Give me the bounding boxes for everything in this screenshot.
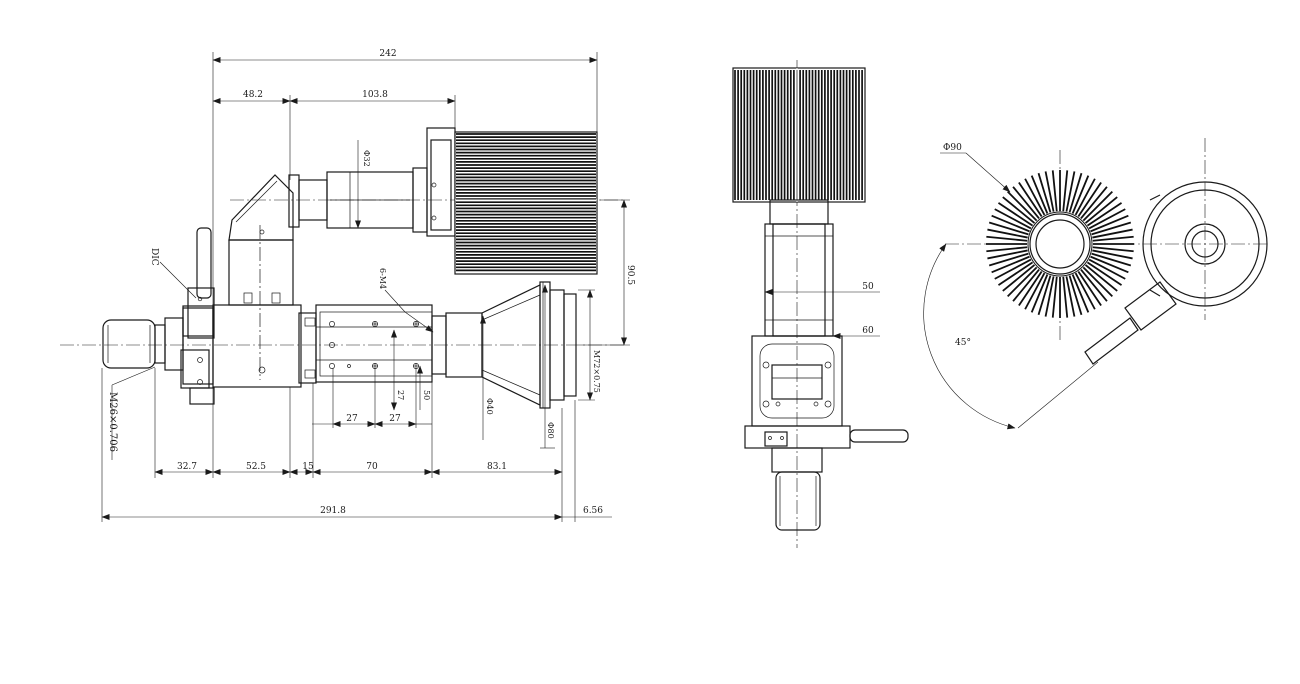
end-angle: 45° [955, 338, 971, 348]
lamp-heatsink-end [986, 170, 1134, 318]
vert-50: 50 [422, 390, 431, 400]
dim-103: 103.8 [362, 90, 388, 100]
end-view: Φ90 45° [923, 138, 1270, 430]
pitch-a: 27 [346, 414, 358, 424]
dim-dia40: Φ40 [485, 398, 494, 415]
holes-label: 6-M4 [378, 268, 387, 289]
end-dia90: Φ90 [943, 143, 962, 153]
vert-27: 27 [396, 390, 405, 400]
pitch-b: 27 [389, 414, 401, 424]
dic-label: DIC [149, 248, 159, 266]
bot-70: 70 [366, 462, 378, 472]
overall-bottom: 291.8 [320, 506, 346, 516]
lamp-heatsink-front [732, 67, 866, 203]
bot-52: 52.5 [246, 462, 266, 472]
dim-dia32: Φ32 [362, 150, 371, 167]
bot-32: 32.7 [177, 462, 197, 472]
dic-prism [182, 227, 215, 339]
main-tube [212, 304, 433, 388]
dim-dia80: Φ80 [546, 422, 555, 439]
camera-body [102, 307, 215, 405]
front-dim-50: 50 [862, 282, 874, 292]
lamp-heatsink-side [454, 131, 598, 275]
dim-90: 90.5 [625, 265, 635, 285]
bot-83: 83.1 [487, 462, 507, 472]
dim-48: 48.2 [243, 90, 263, 100]
bot-15: 15 [302, 462, 314, 472]
thread-m26: M26×0.706 [107, 392, 118, 452]
extra-656: 6.56 [583, 506, 603, 516]
dim-overall-top: 242 [379, 49, 396, 59]
front-dim-60: 60 [862, 326, 874, 336]
thread-m72: M72×0.75 [592, 350, 601, 393]
side-view: 242 48.2 103.8 Φ32 90.5 6-M4 DIC M72×0.7… [60, 49, 635, 522]
vertical-column [228, 174, 300, 380]
front-view: 50 60 [732, 60, 909, 548]
